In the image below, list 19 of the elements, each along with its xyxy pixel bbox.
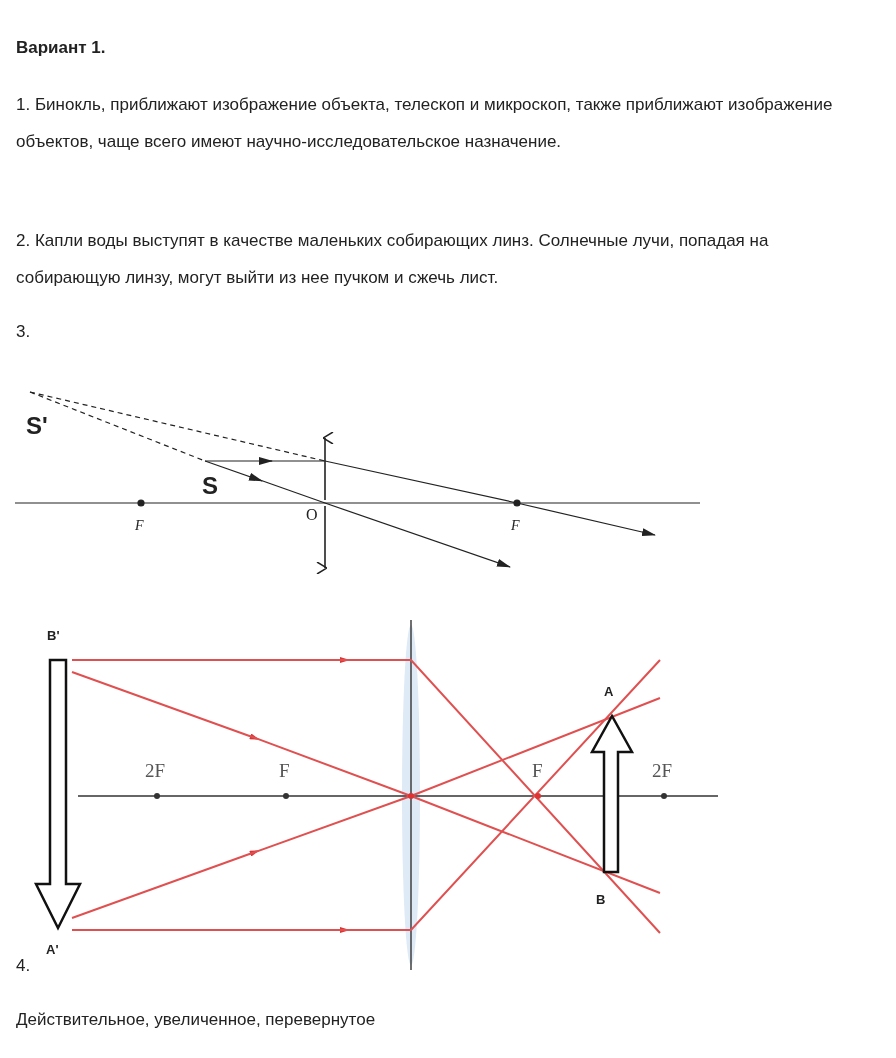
question-number: 3. <box>16 322 31 342</box>
point-label: S' <box>26 412 48 440</box>
focus-label: F <box>511 518 520 534</box>
focus-label: F <box>532 760 543 782</box>
point-label: B' <box>47 628 60 643</box>
point-label: O <box>306 506 318 524</box>
point-label: A <box>604 684 614 699</box>
heading: Вариант 1. <box>16 38 106 58</box>
answer-text: 2. Капли воды выступят в качестве маленьких собирающих линз. Солнечные лучи, попадая на собирающую линзу, могут выйти из нее пучком и сжечь лист. <box>16 230 770 289</box>
question-number: 4. <box>16 956 31 976</box>
point-label: B <box>596 892 606 907</box>
focus-label: F <box>279 760 290 782</box>
focus-label: 2F <box>652 760 673 782</box>
point-label: A' <box>46 942 59 957</box>
answer-text: Действительное, увеличенное, перевернутое <box>16 1010 376 1030</box>
point-label: S <box>202 472 218 500</box>
focus-label: 2F <box>145 760 166 782</box>
focus-label: F <box>135 518 144 534</box>
answer-text: 1. Бинокль, приближают изображение объекта, телескоп и микроскоп, также приближают изображение объектов, чаще всего имеют научно-исследовательское назначение. <box>16 94 834 153</box>
